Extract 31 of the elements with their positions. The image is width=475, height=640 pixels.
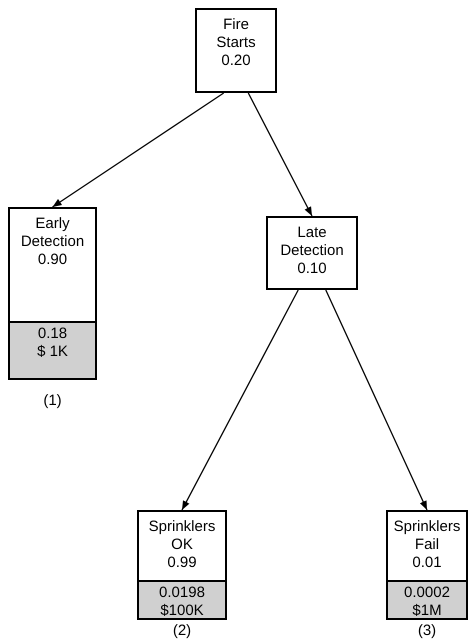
probability-text: 0.0002 (404, 584, 450, 602)
outcome-panel (10, 321, 95, 378)
outcome-number: (3) (416, 622, 438, 639)
probability-text: 0.99 (167, 554, 197, 572)
event-label: Early Detection (20, 215, 86, 251)
outcome-panel (388, 580, 466, 618)
outcome-number: (1) (42, 392, 63, 409)
event-label: Fire Starts (215, 16, 257, 52)
cost-text: $100K (160, 602, 204, 620)
probability-text: 0.01 (412, 554, 442, 572)
probability-text: 0.0198 (159, 584, 205, 602)
event-label: Sprinklers OK (148, 518, 216, 554)
probability-text: 0.90 (38, 251, 68, 269)
probability-text: 0.10 (297, 260, 327, 278)
cost-text: $ 1K (37, 343, 68, 361)
event-box (137, 510, 227, 620)
event-box (8, 207, 97, 380)
cost-text: $1M (412, 602, 442, 620)
arrow (325, 290, 428, 510)
event-label: Sprinklers Fail (392, 518, 462, 554)
event-label: Late Detection (279, 224, 345, 260)
event-box (195, 8, 277, 93)
arrow (248, 92, 313, 216)
event-box (266, 216, 358, 290)
probability-text: 0.18 (38, 325, 68, 343)
arrow (52, 92, 224, 208)
arrow (181, 290, 299, 510)
probability-text: 0.20 (221, 52, 251, 70)
outcome-panel (139, 580, 225, 618)
outcome-number: (2) (172, 622, 192, 639)
event-box (386, 510, 468, 620)
